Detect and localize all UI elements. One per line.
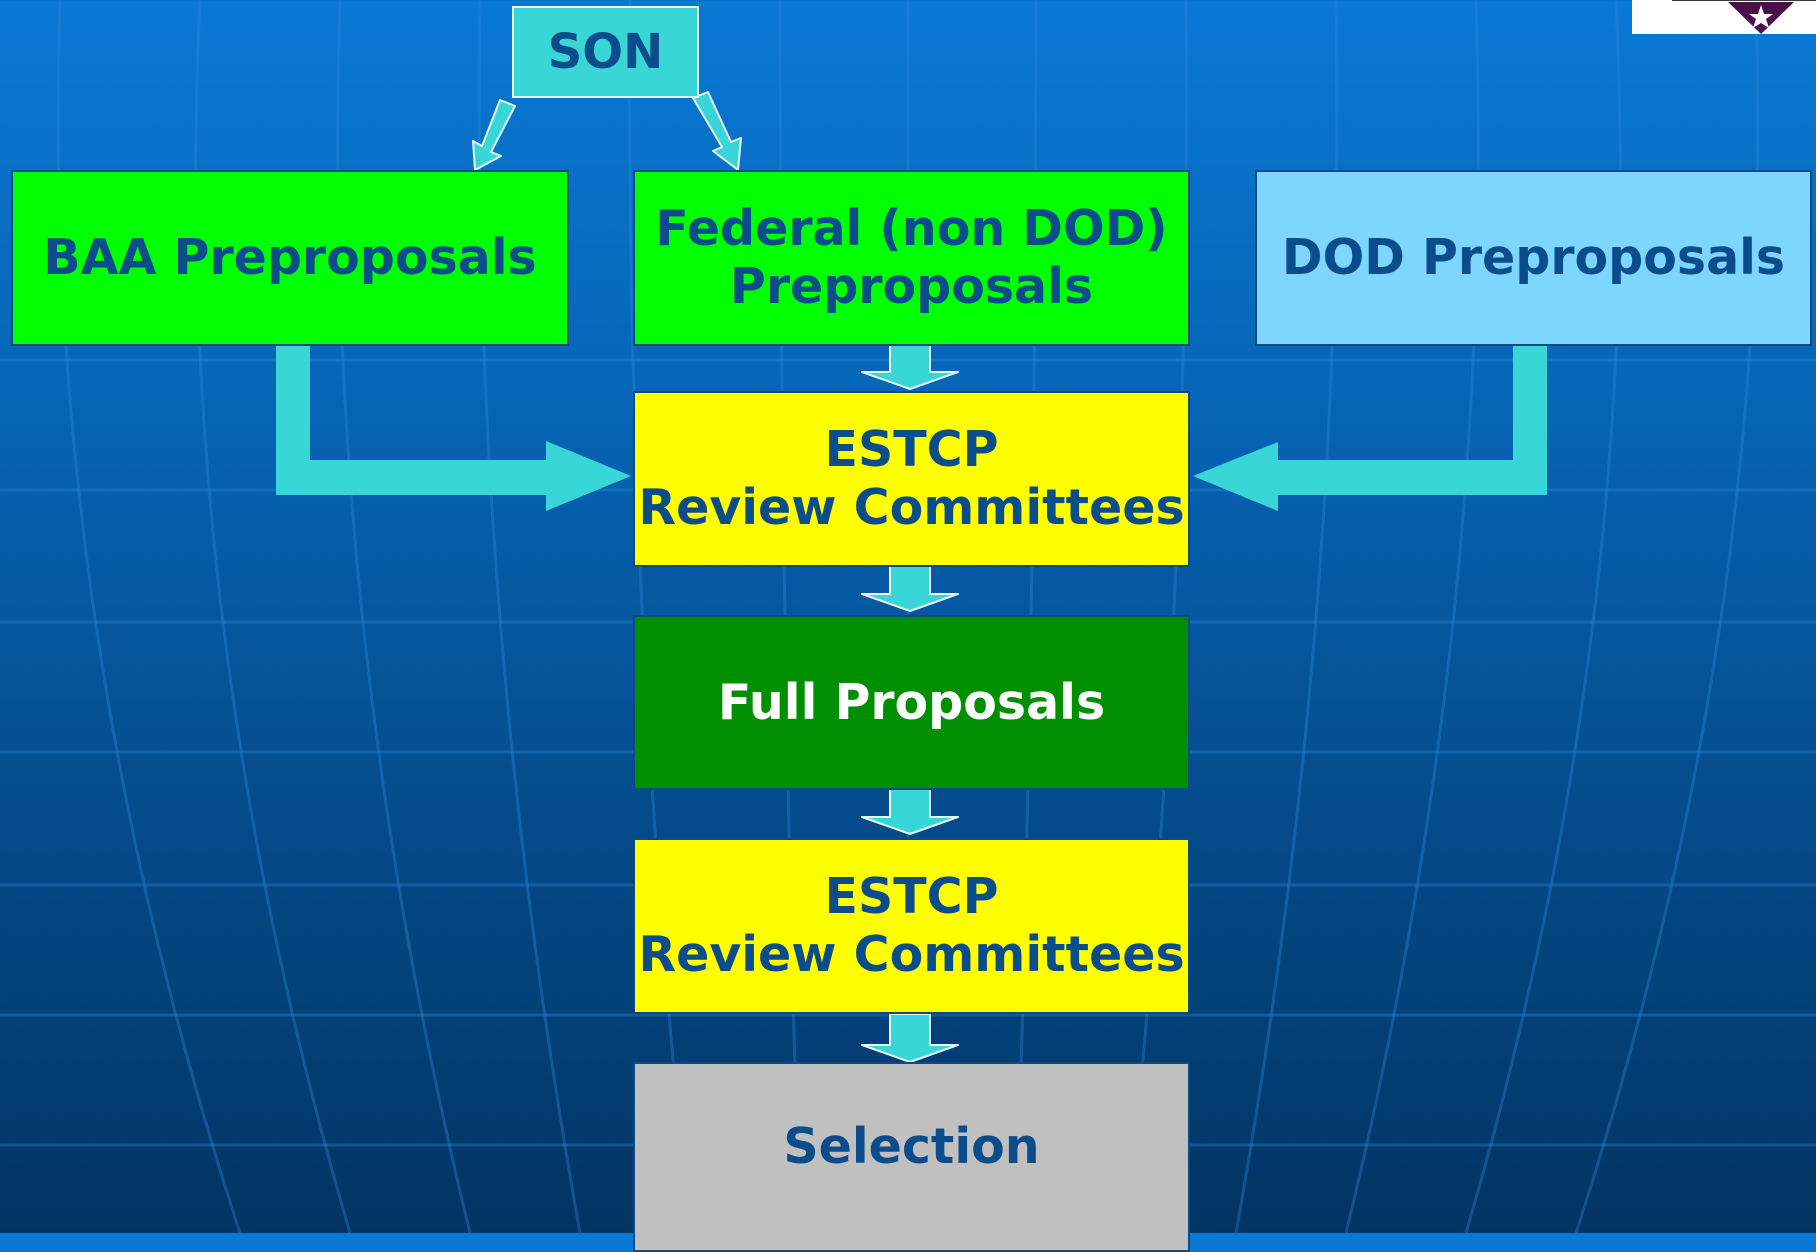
baa-preproposals-label: BAA Preproposals (43, 229, 537, 287)
arrow-dod-to-review1 (1193, 346, 1547, 511)
selection-box: Selection (633, 1062, 1190, 1252)
arrow-son-to-federal (692, 91, 742, 171)
arrow-review2-to-selection (861, 1013, 959, 1063)
selection-label: Selection (783, 1118, 1040, 1176)
full-proposals-box: Full Proposals (633, 615, 1190, 790)
review-committees-box-1: ESTCP Review Committees (633, 391, 1190, 567)
son-box: SON (512, 6, 699, 98)
federal-preproposals-label: Federal (non DOD) Preproposals (655, 200, 1168, 315)
arrow-federal-to-review1 (861, 338, 959, 390)
review-committees-box-2: ESTCP Review Committees (633, 838, 1190, 1014)
arrow-baa-to-review1 (276, 346, 631, 511)
baa-preproposals-box: BAA Preproposals (11, 170, 569, 346)
full-proposals-label: Full Proposals (717, 673, 1106, 731)
review-committees-label-1: ESTCP Review Committees (638, 421, 1185, 536)
arrow-review1-to-full (861, 560, 959, 612)
star-pennant-logo-icon (1632, 0, 1816, 34)
son-label: SON (547, 23, 664, 80)
dod-preproposals-box: DOD Preproposals (1255, 170, 1812, 346)
review-committees-label-2: ESTCP Review Committees (638, 868, 1185, 983)
dod-preproposals-label: DOD Preproposals (1281, 229, 1786, 287)
arrow-son-to-baa (472, 99, 516, 171)
federal-preproposals-box: Federal (non DOD) Preproposals (633, 170, 1190, 346)
